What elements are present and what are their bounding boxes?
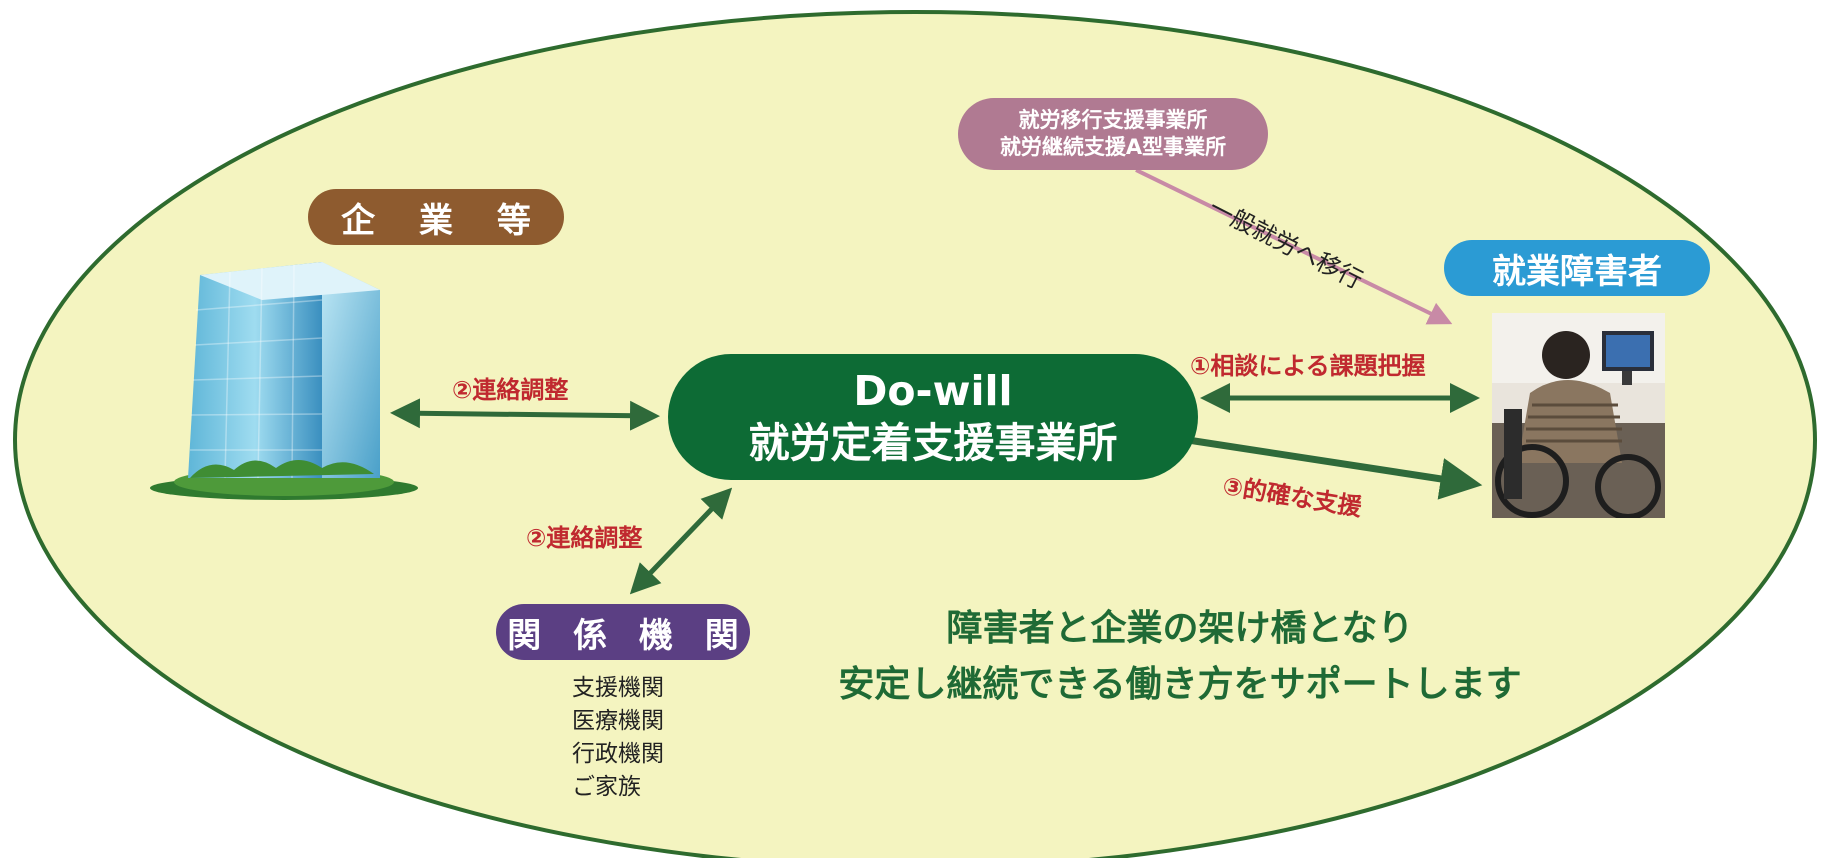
tagline-line2: 安定し継続できる働き方をサポートします (838, 663, 1522, 705)
facility-label-line2: 就労継続支援A型事業所 (999, 135, 1227, 159)
arrow-company-center (390, 398, 660, 431)
related-agencies-node: 関 係 機 関 (496, 604, 750, 660)
company-node: 企 業 等 (308, 189, 564, 245)
disabled-worker-node: 就業障害者 (1444, 240, 1710, 296)
tagline: 障害者と企業の架け橋となり 安定し継続できる働き方をサポートします (780, 600, 1580, 712)
agency-list-item: 行政機関 (572, 741, 664, 767)
arrow-transition (1135, 168, 1453, 325)
facility-label-line1: 就労移行支援事業所 (1018, 108, 1208, 132)
center-node: Do-will 就労定着支援事業所 (668, 354, 1198, 480)
agency-list-item: 医療機関 (572, 708, 664, 734)
edge-label-agency-center: ②連絡調整 (526, 524, 643, 552)
agency-list: 支援機関 医療機関 行政機関 ご家族 (572, 672, 664, 804)
company-label: 企 業 等 (341, 200, 547, 241)
tagline-line1: 障害者と企業の架け橋となり (946, 607, 1414, 649)
center-label-line1: Do-will (853, 367, 1013, 415)
agency-list-item: ご家族 (572, 774, 641, 800)
arrow-support (1187, 436, 1483, 500)
office-building-icon (150, 262, 418, 500)
agency-list-item: 支援機関 (572, 675, 664, 701)
arrow-agency-center (629, 487, 733, 595)
facility-node: 就労移行支援事業所 就労継続支援A型事業所 (958, 98, 1268, 170)
edge-label-company-center: ②連絡調整 (452, 376, 569, 404)
person-photo (1492, 313, 1665, 518)
center-label-line2: 就労定着支援事業所 (748, 419, 1118, 467)
related-agencies-label: 関 係 機 関 (507, 615, 749, 656)
edge-label-consultation: ①相談による課題把握 (1190, 352, 1426, 380)
disabled-worker-label: 就業障害者 (1492, 251, 1662, 292)
